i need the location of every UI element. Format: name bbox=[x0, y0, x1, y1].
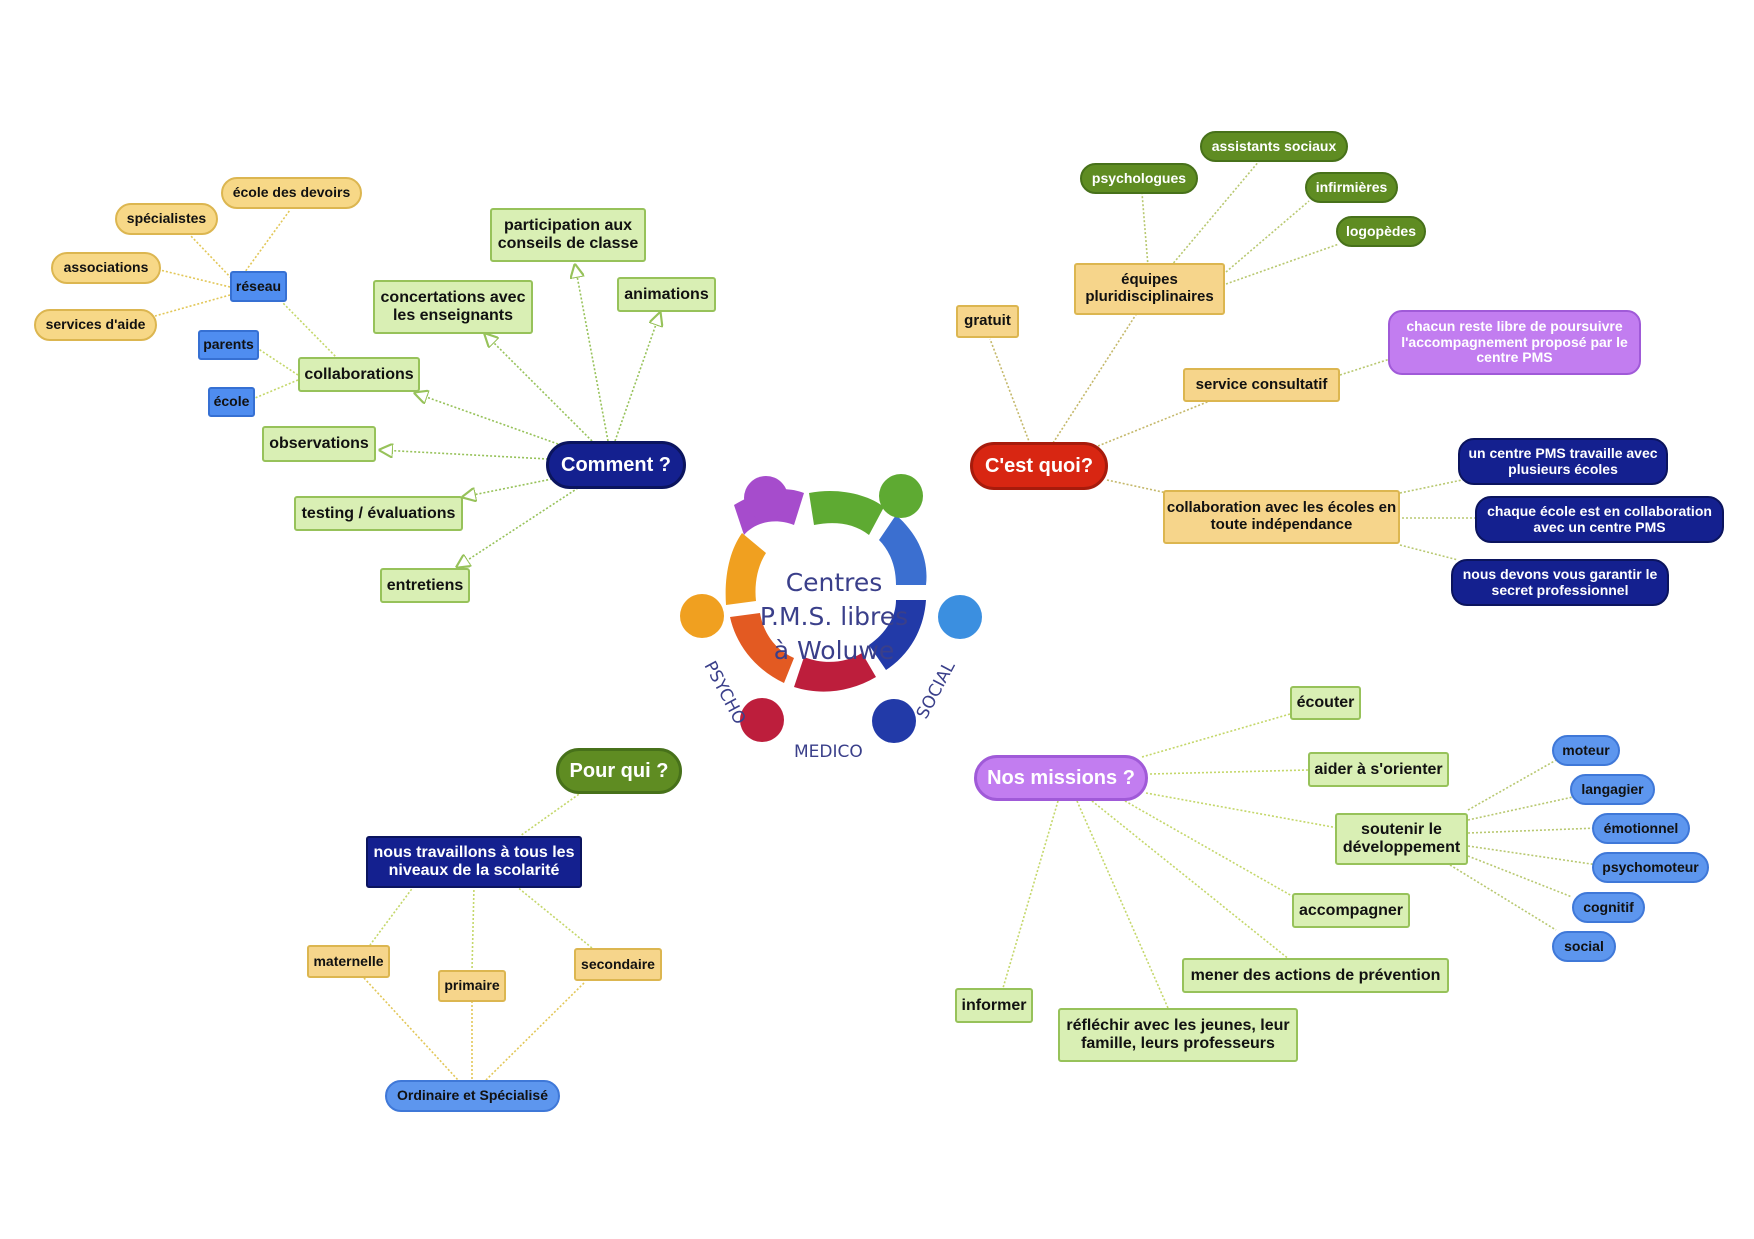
equipes-node[interactable]: équipes pluridisciplinaires bbox=[1074, 263, 1225, 315]
moteur-node[interactable]: moteur bbox=[1552, 735, 1620, 766]
hub-pour-qui[interactable]: Pour qui ? bbox=[556, 748, 682, 794]
soutenir-node[interactable]: soutenir le développement bbox=[1335, 813, 1468, 865]
chaque-ecole-node[interactable]: chaque école est en collaboration avec u… bbox=[1475, 496, 1724, 543]
collaborations-node[interactable]: collaborations bbox=[298, 357, 420, 392]
logopedes-node[interactable]: logopèdes bbox=[1336, 216, 1426, 247]
service-node[interactable]: service consultatif bbox=[1183, 368, 1340, 402]
niveaux-node[interactable]: nous travaillons à tous les niveaux de l… bbox=[366, 836, 582, 888]
chacun-node[interactable]: chacun reste libre de poursuivre l'accom… bbox=[1388, 310, 1641, 375]
pms-logo: Centres P.M.S. libres à Woluwe PSYCHO ME… bbox=[680, 474, 982, 762]
collaboration-node[interactable]: collaboration avec les écoles en toute i… bbox=[1163, 490, 1400, 544]
logo-psycho: PSYCHO bbox=[700, 658, 750, 728]
logo-line-1: Centres bbox=[786, 568, 883, 597]
hub-missions[interactable]: Nos missions ? bbox=[974, 755, 1148, 801]
secondaire-node[interactable]: secondaire bbox=[574, 948, 662, 981]
langagier-node[interactable]: langagier bbox=[1570, 774, 1655, 805]
psychologues-node[interactable]: psychologues bbox=[1080, 163, 1198, 194]
aider-node[interactable]: aider à s'orienter bbox=[1308, 752, 1449, 787]
logo-line-3: à Woluwe bbox=[774, 636, 894, 665]
infirmieres-node[interactable]: infirmières bbox=[1305, 172, 1398, 203]
primaire-node[interactable]: primaire bbox=[438, 970, 506, 1002]
un-centre-node[interactable]: un centre PMS travaille avec plusieurs é… bbox=[1458, 438, 1668, 485]
participation-node[interactable]: participation aux conseils de classe bbox=[490, 208, 646, 262]
hub-cest-quoi[interactable]: C'est quoi? bbox=[970, 442, 1108, 490]
entretiens-node[interactable]: entretiens bbox=[380, 568, 470, 603]
animations-node[interactable]: animations bbox=[617, 277, 716, 312]
prevention-node[interactable]: mener des actions de prévention bbox=[1182, 958, 1449, 993]
accompagner-node[interactable]: accompagner bbox=[1292, 893, 1410, 928]
informer-node[interactable]: informer bbox=[955, 988, 1033, 1023]
ordinaire-node[interactable]: Ordinaire et Spécialisé bbox=[385, 1080, 560, 1112]
reseau-node[interactable]: réseau bbox=[230, 271, 287, 302]
gratuit-node[interactable]: gratuit bbox=[956, 305, 1019, 338]
ecole-node[interactable]: école bbox=[208, 387, 255, 417]
concertations-node[interactable]: concertations avec les enseignants bbox=[373, 280, 533, 334]
observations-node[interactable]: observations bbox=[262, 426, 376, 462]
maternelle-node[interactable]: maternelle bbox=[307, 945, 390, 978]
social-node[interactable]: social bbox=[1552, 931, 1616, 962]
testing-node[interactable]: testing / évaluations bbox=[294, 496, 463, 531]
assistants-node[interactable]: assistants sociaux bbox=[1200, 131, 1348, 162]
logo-medico: MEDICO bbox=[794, 742, 863, 762]
services-aide-node[interactable]: services d'aide bbox=[34, 309, 157, 341]
reflechir-node[interactable]: réfléchir avec les jeunes, leur famille,… bbox=[1058, 1008, 1298, 1062]
ecouter-node[interactable]: écouter bbox=[1290, 686, 1361, 720]
secret-node[interactable]: nous devons vous garantir le secret prof… bbox=[1451, 559, 1669, 606]
specialistes-node[interactable]: spécialistes bbox=[115, 203, 218, 235]
ecole-devoirs-node[interactable]: école des devoirs bbox=[221, 177, 362, 209]
logo-social: SOCIAL bbox=[913, 658, 960, 723]
logo-line-2: P.M.S. libres bbox=[760, 602, 908, 631]
hub-comment[interactable]: Comment ? bbox=[546, 441, 686, 489]
parents-node[interactable]: parents bbox=[198, 330, 259, 360]
psychomoteur-node[interactable]: psychomoteur bbox=[1592, 852, 1709, 883]
emotionnel-node[interactable]: émotionnel bbox=[1592, 813, 1690, 844]
cognitif-node[interactable]: cognitif bbox=[1572, 892, 1645, 923]
associations-node[interactable]: associations bbox=[51, 252, 161, 284]
